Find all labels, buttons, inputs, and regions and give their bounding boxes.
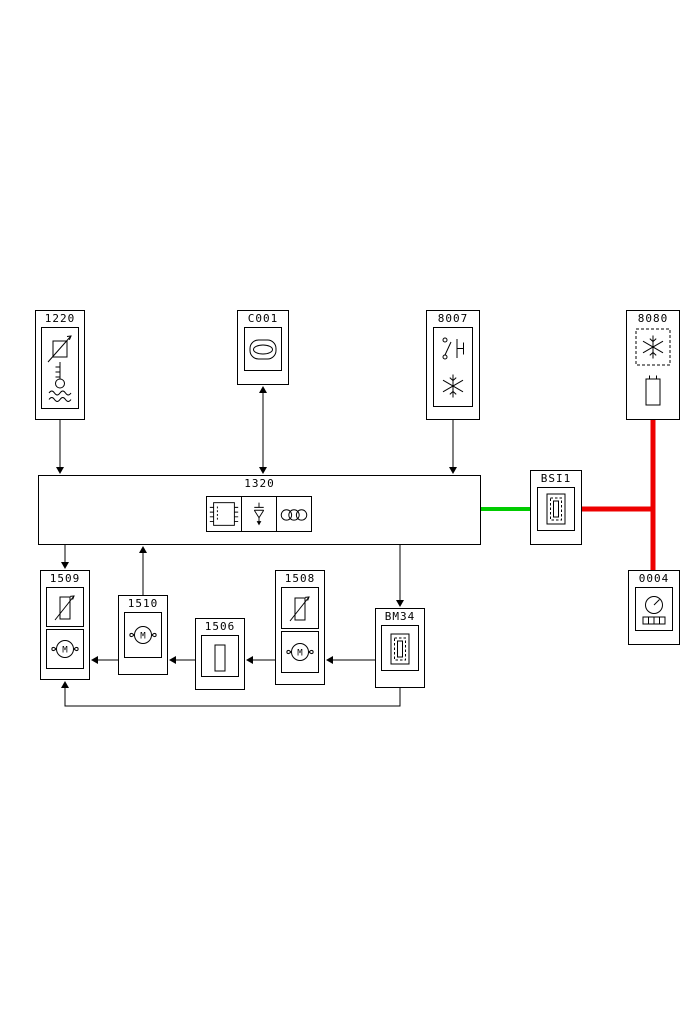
component-1509-label: 1509: [49, 572, 81, 585]
injector-icon: [241, 496, 277, 532]
component-1510[interactable]: 1510: [118, 595, 168, 675]
ecu-icon-strip: [206, 496, 312, 532]
component-1506[interactable]: 1506: [195, 618, 245, 690]
component-1510-label: 1510: [127, 597, 159, 610]
component-1509[interactable]: 1509: [40, 570, 90, 680]
component-1320-label: 1320: [244, 477, 275, 490]
ecu-icon: [206, 496, 242, 532]
ignition-coil-icon: [276, 496, 312, 532]
component-1320[interactable]: 1320: [38, 475, 481, 545]
component-1508-label: 1508: [284, 572, 316, 585]
variable-resistor-icon: [46, 587, 84, 627]
pressure-switch-icon: [442, 337, 464, 360]
bsi-fusebox-icon: [537, 487, 575, 531]
component-8007-label: 8007: [437, 312, 469, 325]
fan-motor-icon: [124, 612, 162, 658]
fan-motor-icon: [46, 629, 84, 669]
snowflake-icon: [442, 374, 464, 398]
component-BSI1[interactable]: BSI1: [530, 470, 582, 545]
component-8007[interactable]: 8007: [426, 310, 480, 420]
instrument-cluster-icon: [635, 587, 673, 631]
diagnostic-connector-icon: [244, 327, 282, 371]
snowflake-drier-icon: [635, 328, 671, 406]
component-1508[interactable]: 1508: [275, 570, 325, 685]
pressure-switch-icon-box: [433, 327, 473, 407]
variable-resistor-icon: [281, 587, 319, 629]
component-1220-label: 1220: [44, 312, 76, 325]
fusebox-icon: [381, 625, 419, 671]
component-8080[interactable]: 8080: [626, 310, 680, 420]
component-8080-label: 8080: [637, 312, 669, 325]
component-C001-label: C001: [247, 312, 279, 325]
coolant-temperature-sensor-icon: [41, 327, 79, 409]
component-C001[interactable]: C001: [237, 310, 289, 385]
component-BM34[interactable]: BM34: [375, 608, 425, 688]
power-wire-red: [582, 420, 656, 570]
component-1506-label: 1506: [204, 620, 236, 633]
component-0004[interactable]: 0004: [628, 570, 680, 645]
component-BSI1-label: BSI1: [540, 472, 572, 485]
wire-arrowheads: [56, 386, 457, 688]
component-0004-label: 0004: [638, 572, 670, 585]
black-wires: [59, 393, 454, 707]
resistor-icon: [201, 635, 239, 677]
component-BM34-label: BM34: [384, 610, 416, 623]
component-1220[interactable]: 1220: [35, 310, 85, 420]
fan-motor-icon: [281, 631, 319, 673]
